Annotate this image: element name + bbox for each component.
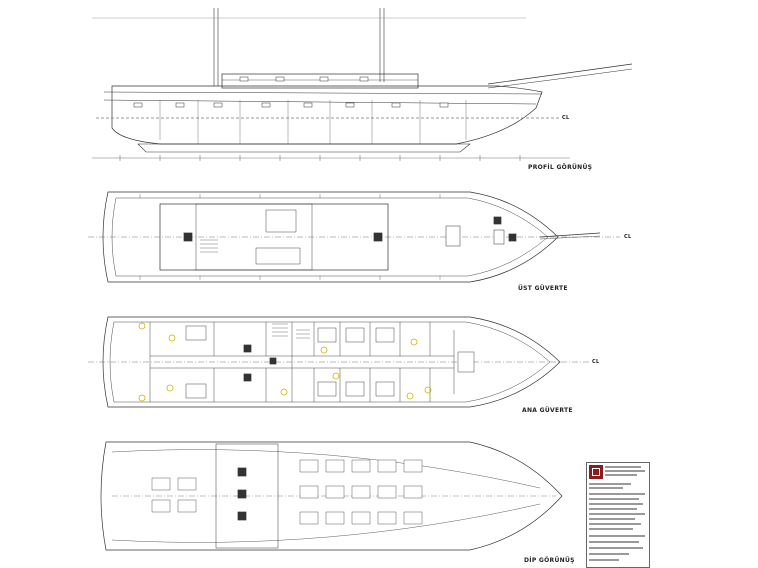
- centerline-label-profile: CL: [562, 115, 570, 121]
- view-label-profile: PROFİL GÖRÜNÜŞ: [528, 164, 593, 171]
- centerline-label-main: CL: [592, 359, 600, 365]
- centerline-label-upper: CL: [624, 234, 632, 240]
- company-logo: [589, 465, 603, 479]
- profile-view: [92, 8, 633, 161]
- view-label-main-deck: ANA GÜVERTE: [522, 407, 573, 414]
- view-label-bottom: DİP GÖRÜNÜŞ: [524, 557, 575, 564]
- upper-deck-view: [88, 191, 620, 283]
- title-block: [586, 462, 650, 568]
- view-label-upper-deck: ÜST GÜVERTE: [518, 285, 568, 292]
- bottom-view: [100, 441, 563, 551]
- main-deck-view: [88, 316, 590, 408]
